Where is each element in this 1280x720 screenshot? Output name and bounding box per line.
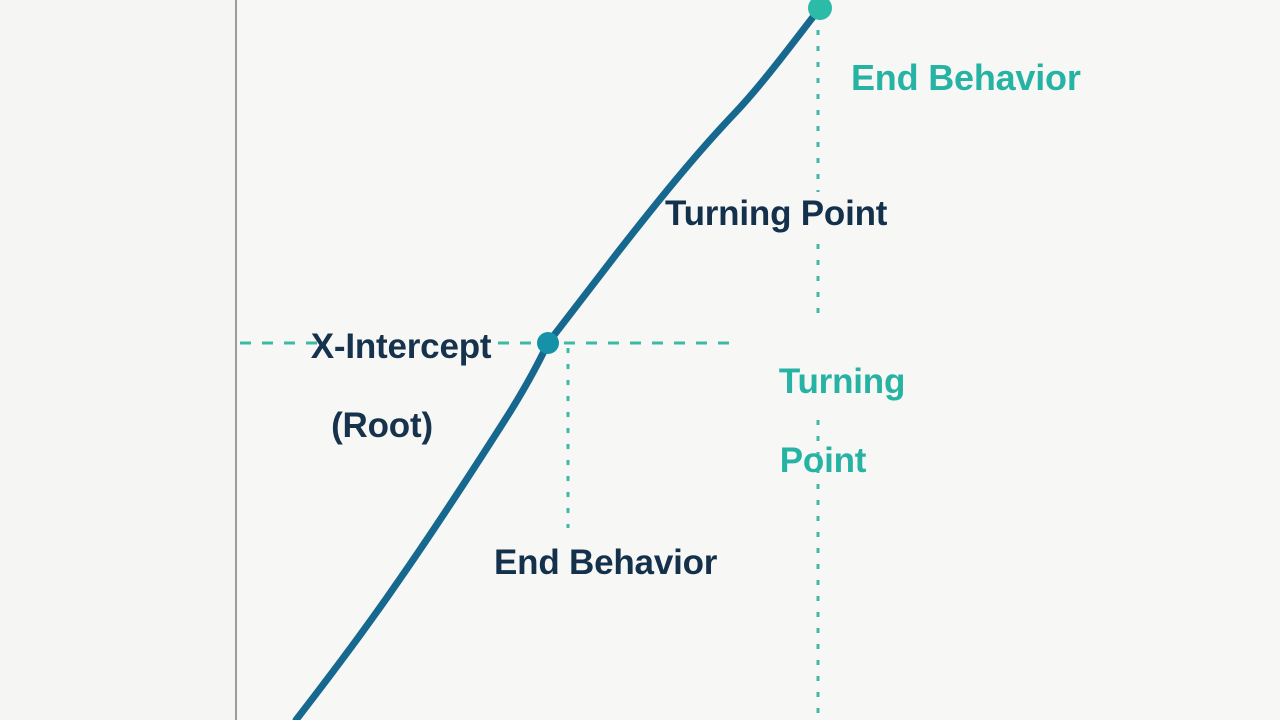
x-intercept-marker[interactable] xyxy=(537,332,559,354)
turning-point-annotation-teal: Turning Point xyxy=(733,323,913,558)
turning-point-marker[interactable] xyxy=(808,0,832,20)
plot-area xyxy=(237,0,1280,720)
turning-point-annotation-navy: Turning Point xyxy=(665,194,888,233)
turning-point-annotation-teal-line2: Point xyxy=(779,440,867,480)
end-behavior-annotation-teal: End Behavior xyxy=(851,57,1081,98)
x-intercept-annotation-line2: (Root) xyxy=(331,405,433,445)
turning-point-annotation-teal-line1: Turning xyxy=(778,362,906,402)
end-behavior-annotation-navy: End Behavior xyxy=(494,543,718,582)
x-intercept-annotation-line1: X-Intercept xyxy=(310,327,492,367)
x-intercept-annotation: X-Intercept (Root) xyxy=(258,288,506,523)
y-axis-line xyxy=(235,0,237,720)
